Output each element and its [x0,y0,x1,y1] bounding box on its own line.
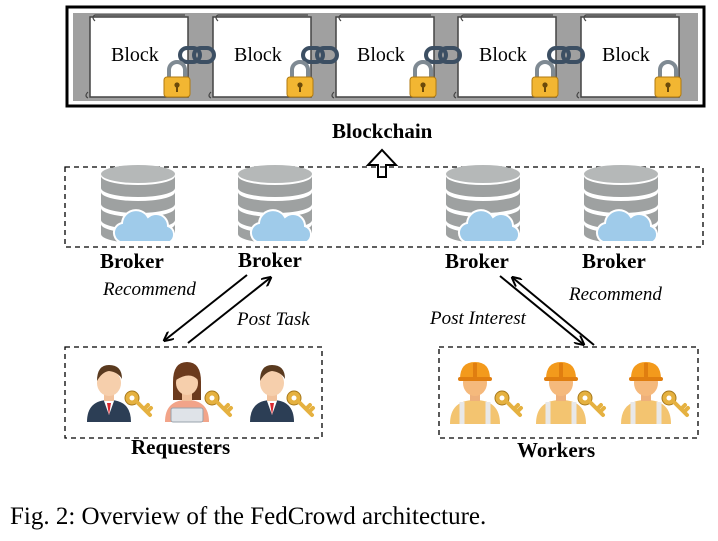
requesters-label: Requesters [131,435,231,459]
post-interest-arrow [499,275,583,344]
requesters-group-box [64,346,323,439]
workers-group-box [438,346,699,439]
requester-person-icon [250,365,294,422]
worker-person-icon [536,362,586,424]
broker-label: Broker [238,248,302,272]
key-icon [493,389,523,417]
broker-label: Broker [100,249,164,273]
figure-caption: Fig. 2: Overview of the FedCrowd archite… [10,503,487,530]
block-label: Block [234,44,282,66]
requester-person-icon [87,365,131,422]
workers-label: Workers [517,438,596,462]
key-icon [203,389,233,417]
block-label: Block [357,44,405,66]
recommend-arrow-right [513,278,595,346]
block-label: Block [479,44,527,66]
post-task-label: Post Task [237,309,310,330]
database-cloud-icon [445,164,521,244]
blockchain-title: Blockchain [332,119,433,143]
broker-label: Broker [582,249,646,273]
requester-person-icon [164,361,210,423]
block-label: Block [602,44,650,66]
recommend-arrow-left [165,274,248,340]
block-label: Block [111,44,159,66]
recommend-label-right: Recommend [569,284,662,305]
database-cloud-icon [237,164,313,244]
recommend-label-left: Recommend [103,279,196,300]
database-cloud-icon [583,164,659,244]
worker-person-icon [450,362,500,424]
database-cloud-icon [100,164,176,244]
broker-group-box [64,166,704,248]
post-interest-label: Post Interest [430,308,526,329]
up-arrow-icon [365,148,399,178]
post-task-arrow [187,278,270,344]
broker-label: Broker [445,249,509,273]
